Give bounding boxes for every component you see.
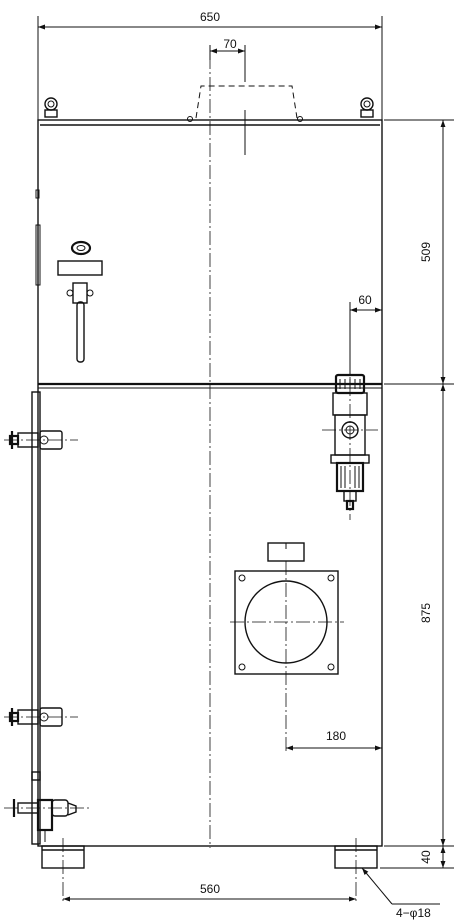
dim-top-part-label: 70: [223, 37, 237, 51]
inlet-port: [230, 542, 344, 752]
dim-foot-pitch-label: 560: [200, 882, 220, 896]
upper-handle: [57, 240, 103, 363]
top-fitting-hidden: [195, 85, 298, 155]
dim-regulator-offset: 60: [349, 293, 383, 384]
latch-lower: [4, 707, 78, 727]
dim-foot-height-label: 40: [419, 850, 433, 864]
lifting-eye-right: [360, 97, 374, 118]
dim-top-part: 70: [209, 37, 246, 82]
foot-right: [334, 838, 378, 904]
foot-left: [41, 838, 85, 904]
latch-upper: [4, 430, 78, 450]
dim-overall-width-label: 650: [200, 10, 220, 24]
dim-foot-height: 40: [380, 846, 454, 869]
dim-foot-pitch: 560: [63, 882, 356, 902]
filter-regulator: [322, 360, 378, 520]
dim-lower-height: 875: [384, 384, 454, 847]
lower-door: [31, 391, 41, 845]
leader-hole-note: 4−φ18: [361, 867, 440, 920]
lifting-eye-left: [44, 97, 58, 118]
hole-note-label: 4−φ18: [396, 906, 431, 920]
dim-regulator-offset-label: 60: [358, 293, 372, 307]
door-handle-lock: [4, 798, 90, 842]
dim-upper-height-label: 509: [419, 242, 433, 262]
dim-overall-width: 650: [37, 10, 383, 120]
dim-port-offset: 180: [286, 729, 382, 751]
dim-upper-height: 509: [384, 119, 454, 385]
dim-port-offset-label: 180: [326, 729, 346, 743]
dim-lower-height-label: 875: [419, 603, 433, 623]
